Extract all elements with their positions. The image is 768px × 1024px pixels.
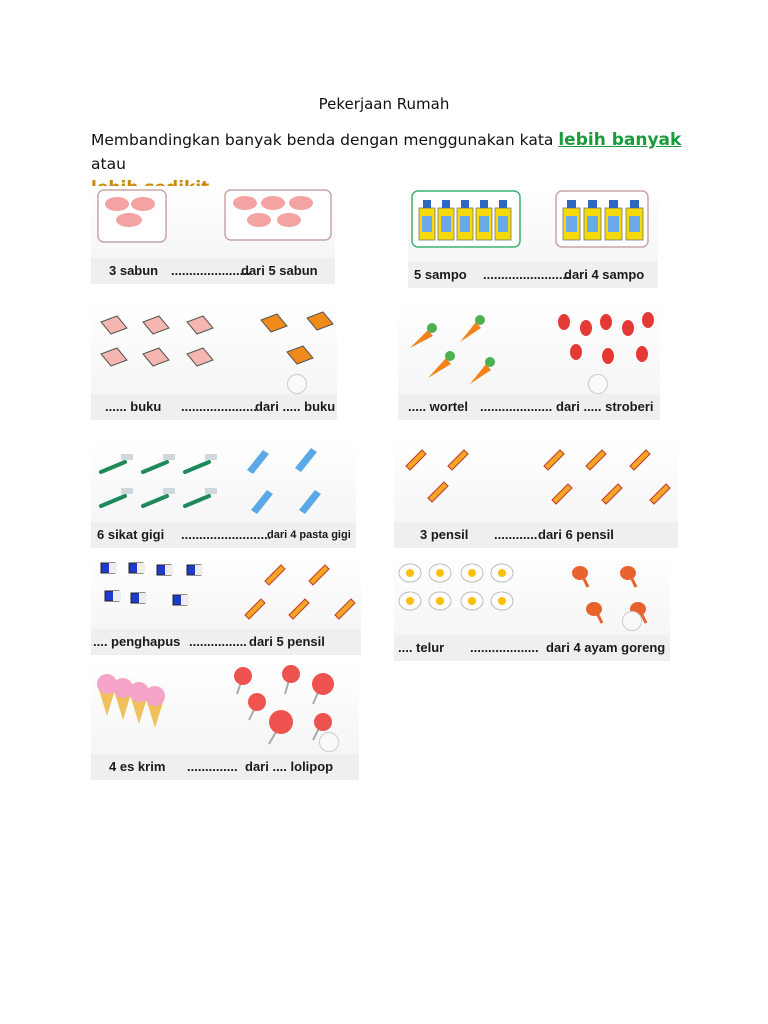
- exercise-es-krim: 4 es krim .............. dari .... lolip…: [91, 660, 359, 780]
- exercise-penghapus: .... penghapus ................ dari 5 p…: [91, 555, 361, 655]
- caption-left: ...... buku: [105, 399, 162, 414]
- caption-right: dari 5 pensil: [249, 634, 325, 649]
- eraser-pencil-illustration: [100, 562, 356, 620]
- icecream-lollipop-illustration: [97, 665, 334, 745]
- caption-left: 6 sikat gigi: [97, 527, 165, 542]
- answer-blank[interactable]: ....................: [480, 399, 553, 414]
- answer-blank[interactable]: ............: [494, 527, 538, 542]
- caption-left: .... penghapus: [93, 634, 181, 649]
- caption-left: .... telur: [398, 640, 445, 655]
- caption: 3 pensil ............ dari 6 pensil: [394, 522, 678, 548]
- books-illustration: [100, 311, 334, 367]
- exercise-pensil: 3 pensil ............ dari 6 pensil: [394, 438, 678, 548]
- caption: .... telur ................... dari 4 ay…: [394, 635, 670, 661]
- caption: .... penghapus ................ dari 5 p…: [91, 629, 361, 655]
- caption-right: dari 4 sampo: [564, 267, 645, 282]
- caption: ..... wortel .................... dari .…: [398, 394, 660, 420]
- instruction-or: atau: [91, 155, 126, 173]
- answer-blank[interactable]: .....................: [181, 399, 257, 414]
- caption: 3 sabun ...................... dari 5 sa…: [91, 258, 335, 284]
- caption: 5 sampo ........................ dari 4 …: [408, 262, 658, 288]
- caption-right: dari 4 pasta gigi: [267, 529, 351, 541]
- caption: ...... buku ..................... dari .…: [91, 394, 337, 420]
- instruction-sentence: Membandingkan banyak benda dengan menggu…: [91, 131, 559, 149]
- caption-right: dari 5 sabun: [241, 263, 318, 278]
- answer-blank[interactable]: .........................: [181, 527, 272, 542]
- caption-right: dari 6 pensil: [538, 527, 614, 542]
- smiley-decoration: [319, 732, 339, 752]
- answer-blank[interactable]: ................: [189, 634, 247, 649]
- smiley-decoration: [622, 611, 642, 631]
- caption-right: dari ..... buku: [255, 399, 336, 414]
- exercise-sampo: 5 sampo ........................ dari 4 …: [408, 186, 658, 288]
- answer-blank[interactable]: ........................: [483, 267, 570, 282]
- caption: 4 es krim .............. dari .... lolip…: [91, 754, 359, 780]
- caption-left: 5 sampo: [414, 267, 467, 282]
- caption-right: dari .... lolipop: [245, 759, 334, 774]
- caption: 6 sikat gigi ......................... d…: [91, 522, 356, 548]
- egg-chicken-illustration: [398, 563, 648, 624]
- exercise-buku: ...... buku ..................... dari .…: [91, 300, 337, 420]
- answer-blank[interactable]: ...................: [470, 640, 539, 655]
- caption-left: 3 pensil: [420, 527, 469, 542]
- carrot-strawberry-illustration: [410, 312, 654, 384]
- caption-right: dari ..... stroberi: [556, 399, 654, 414]
- pencil-illustration: [405, 449, 671, 505]
- soap-illustration: [97, 189, 332, 243]
- exercise-sikat-gigi: 6 sikat gigi ......................... d…: [91, 440, 356, 548]
- exercise-telur: .... telur ................... dari 4 ay…: [394, 555, 670, 661]
- answer-blank[interactable]: ......................: [171, 263, 251, 278]
- caption-left: 3 sabun: [109, 263, 159, 278]
- answer-blank[interactable]: ..............: [187, 759, 238, 774]
- caption-left: 4 es krim: [109, 759, 166, 774]
- shampoo-illustration: [411, 190, 649, 248]
- caption-left: ..... wortel: [408, 399, 468, 414]
- page-title: Pekerjaan Rumah: [318, 95, 450, 113]
- toothbrush-illustration: [99, 448, 321, 514]
- smiley-decoration: [287, 374, 307, 394]
- keyword-more: lebih banyak: [558, 130, 682, 150]
- smiley-decoration: [588, 374, 608, 394]
- caption-right: dari 4 ayam goreng: [546, 640, 666, 655]
- exercise-wortel: ..... wortel .................... dari .…: [398, 300, 660, 420]
- exercise-sabun: 3 sabun ...................... dari 5 sa…: [91, 186, 335, 284]
